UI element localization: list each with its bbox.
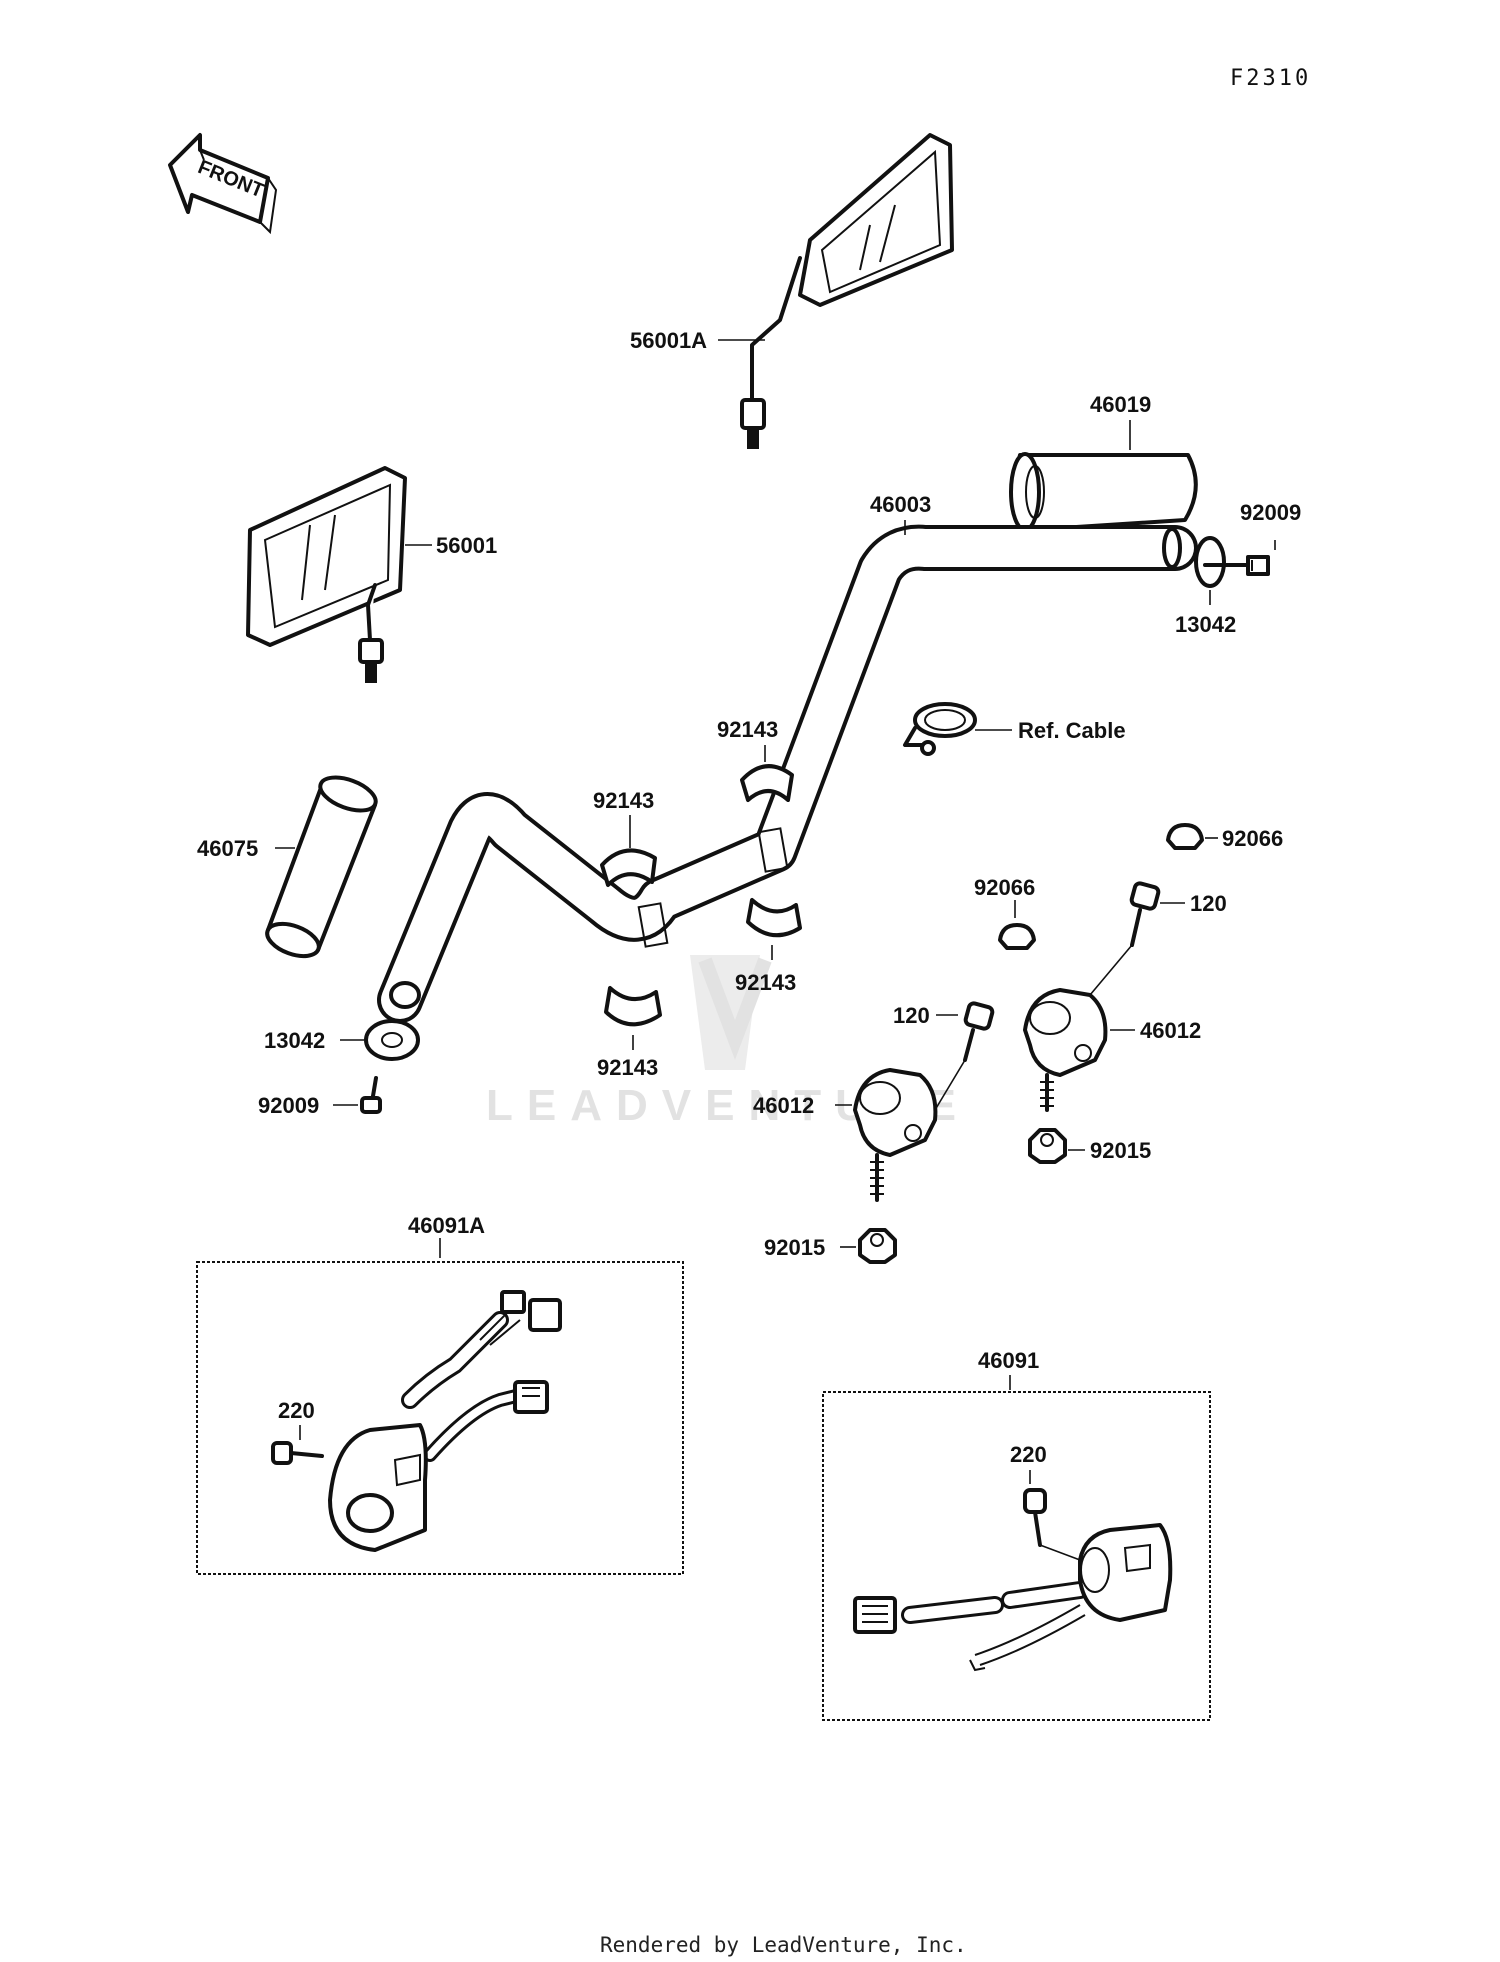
- label-clamp-upper-right: 92143: [717, 717, 778, 742]
- diagram-code: F2310: [1230, 66, 1311, 91]
- label-mirror-right: 56001A: [630, 328, 707, 353]
- label-cap-right: 92066: [1222, 826, 1283, 851]
- label-bolt-120-right: 120: [1190, 891, 1227, 916]
- label-bolt-right: 92009: [1240, 500, 1301, 525]
- label-left-grip: 46075: [197, 836, 258, 861]
- left-grip: 46075: [197, 775, 378, 959]
- label-clamp-lower-right: 92143: [735, 970, 796, 995]
- label-nut-left: 92015: [764, 1235, 825, 1260]
- holder-right: 46012: [1023, 944, 1201, 1112]
- label-clamp-lower-left: 92143: [597, 1055, 658, 1080]
- cable-clamp: Ref. Cable: [903, 702, 1126, 756]
- label-nut-right: 92015: [1090, 1138, 1151, 1163]
- clamp-lower-right: 92143: [735, 898, 802, 995]
- cap-left: 92066: [974, 875, 1036, 950]
- bar-end-left: 13042 92009: [258, 1019, 420, 1118]
- clamp-lower-left: 92143: [597, 986, 662, 1080]
- label-clamp-upper-left: 92143: [593, 788, 654, 813]
- clamp-upper-right: 92143: [717, 717, 794, 802]
- label-throttle-grip: 46019: [1090, 392, 1151, 417]
- label-cap-left: 92066: [974, 875, 1035, 900]
- label-cable-ref: Ref. Cable: [1018, 718, 1126, 743]
- label-switch-right-box: 46091: [978, 1348, 1039, 1373]
- footer-credit: Rendered by LeadVenture, Inc.: [600, 1933, 967, 1957]
- label-switch-left-box: 46091A: [408, 1213, 485, 1238]
- label-weight-right: 13042: [1175, 612, 1236, 637]
- throttle-grip: 46019: [1009, 392, 1198, 532]
- label-bolt-120-left: 120: [893, 1003, 930, 1028]
- label-handlebar: 46003: [870, 492, 931, 517]
- cap-right: 92066: [1166, 823, 1283, 851]
- front-arrow: FRONT: [168, 133, 278, 235]
- bolt-120-left: 120: [893, 1001, 995, 1136]
- holder-left: 46012: [753, 1068, 938, 1202]
- label-bolt-left: 92009: [258, 1093, 319, 1118]
- switch-right: 46091 220: [822, 1348, 1211, 1721]
- label-mirror-left: 56001: [436, 533, 497, 558]
- nut-right: 92015: [1028, 1128, 1151, 1164]
- switch-left: 46091A 220: [196, 1213, 684, 1575]
- label-switch-left-screw: 220: [278, 1398, 315, 1423]
- nut-left: 92015: [764, 1228, 897, 1264]
- handlebar: 46003: [377, 492, 1198, 1023]
- mirror-left: 56001: [246, 466, 497, 683]
- label-switch-right-screw: 220: [1010, 1442, 1047, 1467]
- clamp-upper-left: 92143: [593, 788, 657, 887]
- label-holder-right: 46012: [1140, 1018, 1201, 1043]
- bolt-120-right: 120: [1129, 881, 1227, 947]
- bar-end-right: 92009 13042: [1175, 500, 1301, 637]
- label-holder-left: 46012: [753, 1093, 814, 1118]
- mirror-right: 56001A: [630, 133, 954, 449]
- label-weight-left: 13042: [264, 1028, 325, 1053]
